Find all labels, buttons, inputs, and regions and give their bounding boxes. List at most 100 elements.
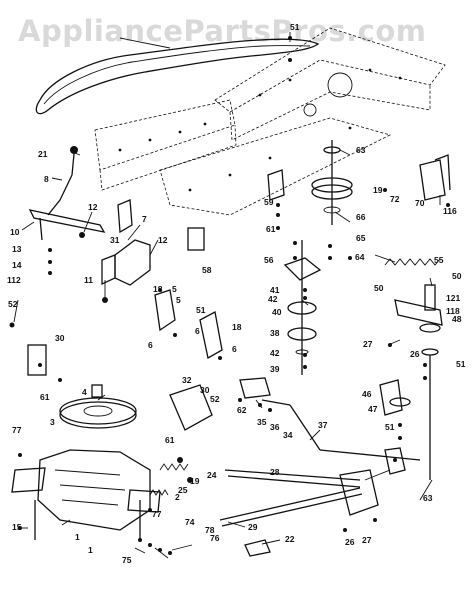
callout: 10 <box>10 227 20 237</box>
callout: 2 <box>175 492 180 502</box>
callout: 19 <box>373 185 383 195</box>
callout: 7 <box>142 214 147 224</box>
callout: 50 <box>452 271 462 281</box>
callout: 76 <box>210 533 220 543</box>
callout: 64 <box>355 252 365 262</box>
callout: 32 <box>182 375 192 385</box>
bracket-assembly <box>101 199 205 286</box>
callout: 56 <box>264 255 274 265</box>
callout: 13 <box>12 244 22 254</box>
callout: 4 <box>82 387 87 397</box>
callout: 50 <box>374 283 384 293</box>
callout: 59 <box>264 197 274 207</box>
callout: 41 <box>270 285 280 295</box>
springs <box>149 258 441 496</box>
callout: 63 <box>423 493 433 503</box>
callout: 14 <box>12 260 22 270</box>
leader-lines <box>13 32 441 559</box>
callout: 37 <box>318 420 328 430</box>
callout: 118 <box>446 306 460 316</box>
callout: 121 <box>446 293 460 303</box>
callout: 12 <box>158 235 168 245</box>
drive-belt <box>35 38 320 115</box>
callout: 31 <box>110 235 120 245</box>
callout: 65 <box>356 233 366 243</box>
callout: 72 <box>390 194 400 204</box>
transaxle-pulley <box>59 384 137 429</box>
chassis-frame <box>94 27 446 216</box>
callout: 30 <box>200 385 210 395</box>
callout: 19 <box>190 476 200 486</box>
callout: 27 <box>362 535 372 545</box>
idler-pulley-stack <box>283 240 322 375</box>
callout: 5 <box>172 284 177 294</box>
callout: 11 <box>84 275 93 285</box>
callout: 52 <box>210 394 220 404</box>
callout: 74 <box>185 517 195 527</box>
callout: 58 <box>202 265 212 275</box>
transaxle <box>11 449 161 540</box>
callout: 66 <box>356 212 366 222</box>
callout: 40 <box>272 307 282 317</box>
callout: 28 <box>270 467 280 477</box>
callout: 26 <box>345 537 355 547</box>
callout: 112 <box>7 275 21 285</box>
callout: 6 <box>148 340 153 350</box>
callout: 15 <box>12 522 22 532</box>
callout: 61 <box>266 224 276 234</box>
callout: 3 <box>50 417 55 427</box>
callout: 55 <box>434 255 444 265</box>
callout: 116 <box>443 206 457 216</box>
callout: 78 <box>205 525 215 535</box>
callout: 51 <box>385 422 395 432</box>
callout: 18 <box>232 322 242 332</box>
callout: 30 <box>55 333 65 343</box>
callout: 25 <box>178 485 188 495</box>
callout: 6 <box>195 326 200 336</box>
callout: 42 <box>268 294 278 304</box>
hardware <box>9 36 450 555</box>
brake-rod <box>219 377 421 557</box>
brake-linkage <box>379 284 443 480</box>
idler-brackets <box>27 289 223 431</box>
shift-lever <box>28 146 106 241</box>
callout: 51 <box>290 22 300 32</box>
callout: 77 <box>152 509 162 519</box>
callout: 51 <box>456 359 466 369</box>
callout: 70 <box>415 198 425 208</box>
callout: 35 <box>257 417 267 427</box>
callout: 39 <box>270 364 280 374</box>
callout: 26 <box>410 349 420 359</box>
callout: 1 <box>88 545 93 555</box>
callout: 75 <box>122 555 132 565</box>
callout: 36 <box>270 422 280 432</box>
callout: 5 <box>176 295 181 305</box>
callout: 52 <box>8 299 18 309</box>
callouts: 1 2 3 4 5 6 7 8 10 11 12 12 13 14 15 18 … <box>7 22 466 565</box>
watermark: AppliancePartsPros.com <box>18 14 427 48</box>
top-right-brackets <box>267 154 451 201</box>
callout: 24 <box>207 470 217 480</box>
callout: 47 <box>368 404 378 414</box>
callout: 18 <box>153 284 163 294</box>
callout: 61 <box>165 435 175 445</box>
callout: 12 <box>88 202 98 212</box>
callout: 6 <box>232 344 237 354</box>
callout: 29 <box>248 522 258 532</box>
callout: 8 <box>44 174 49 184</box>
callout: 34 <box>283 430 293 440</box>
callout: 46 <box>362 389 372 399</box>
callout: 27 <box>363 339 373 349</box>
callout: 51 <box>196 305 206 315</box>
callout: 48 <box>452 314 462 324</box>
callout: 38 <box>270 328 280 338</box>
engine-pulley-stack <box>311 140 353 225</box>
callout: 1 <box>75 532 80 542</box>
callout: 63 <box>356 145 366 155</box>
callout: 22 <box>285 534 295 544</box>
callout: 21 <box>38 149 48 159</box>
callout: 61 <box>40 392 50 402</box>
callout: 77 <box>12 425 22 435</box>
callout: 62 <box>237 405 247 415</box>
